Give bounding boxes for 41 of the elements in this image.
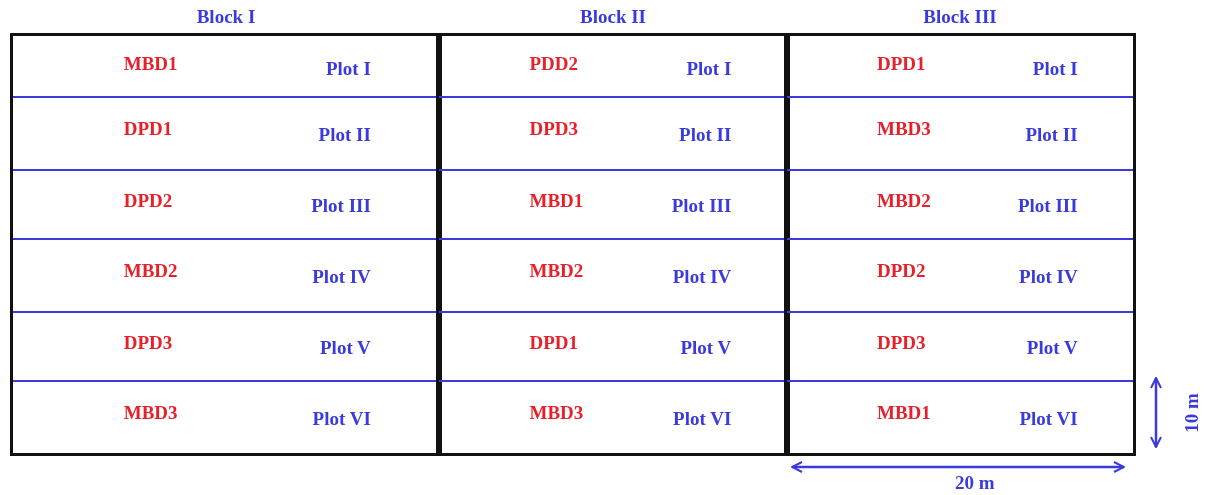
block-title: Block I — [195, 6, 257, 28]
treatment-label: MBD3 — [529, 402, 584, 425]
block-title: Block II — [579, 6, 647, 28]
plot-label: Plot I — [686, 57, 732, 80]
plot-label: Plot V — [320, 337, 371, 360]
dimension-label: 20 m — [955, 472, 995, 494]
treatment-label: MBD1 — [876, 402, 931, 425]
treatment-label: MBD3 — [876, 117, 931, 140]
treatment-label: MBD2 — [529, 259, 584, 282]
treatment-label: MBD2 — [876, 189, 931, 212]
treatment-label: PDD2 — [529, 52, 579, 75]
plot-label: Plot V — [680, 337, 732, 360]
plot-label: Plot III — [311, 195, 371, 218]
plot-label: Plot III — [1018, 195, 1078, 218]
plot-label: Plot V — [1026, 337, 1078, 360]
plot-label: Plot IV — [672, 265, 732, 288]
block-title: Block III — [922, 6, 998, 28]
treatment-label: DPD2 — [876, 259, 926, 282]
treatment-label: DPD2 — [123, 189, 173, 212]
plot-label: Plot II — [679, 123, 732, 146]
plot-label: Plot I — [1032, 57, 1078, 80]
treatment-label: DPD3 — [529, 117, 579, 140]
plot-label: Plot IV — [1019, 265, 1078, 288]
plot-label: Plot VI — [312, 407, 371, 430]
plot-label: Plot I — [326, 57, 371, 80]
treatment-label: MBD2 — [123, 259, 178, 282]
plot-label: Plot III — [671, 195, 732, 218]
treatment-label: DPD1 — [123, 117, 173, 140]
dimension-label: 10 m — [1180, 393, 1203, 433]
treatment-label: DPD3 — [123, 331, 173, 354]
plot-label: Plot II — [1025, 123, 1078, 146]
plot-label: Plot IV — [312, 265, 371, 288]
treatment-label: MBD3 — [123, 402, 178, 425]
treatment-label: MBD1 — [123, 52, 178, 75]
treatment-label: DPD1 — [876, 52, 926, 75]
treatment-label: DPD1 — [529, 331, 579, 354]
plot-label: Plot II — [318, 123, 371, 146]
plot-label: Plot VI — [1019, 407, 1078, 430]
plot-label: Plot VI — [673, 407, 732, 430]
treatment-label: MBD1 — [529, 189, 584, 212]
treatment-label: DPD3 — [876, 331, 926, 354]
